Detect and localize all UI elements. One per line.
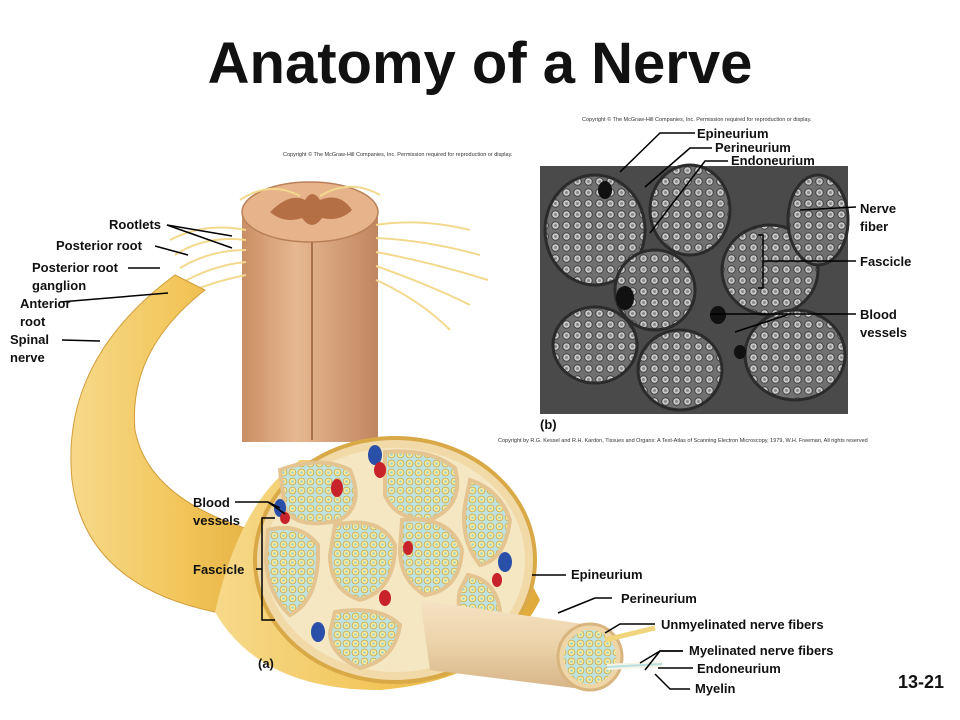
blood-vessels: [274, 445, 512, 642]
label-epineurium-b: Epineurium: [697, 126, 769, 141]
copyright-notice-b-top: Copyright © The McGraw-Hill Companies, I…: [582, 117, 812, 123]
label-posterior-root: Posterior root: [56, 238, 142, 253]
fascicles: [263, 449, 513, 671]
label-fascicle-a: Fascicle: [193, 562, 245, 577]
label-anterior-root: Anterior root: [20, 296, 71, 329]
rootlets: [169, 185, 489, 331]
panel-label-b: (b): [540, 417, 557, 432]
label-endoneurium-a: Endoneurium: [697, 661, 781, 676]
spinal-cord: [241, 181, 379, 442]
label-rootlets: Rootlets: [109, 217, 161, 232]
page-title: Anatomy of a Nerve: [207, 31, 753, 96]
label-myelin: Myelin: [695, 681, 736, 696]
label-blood-vessels-a: Blood vessels: [193, 495, 240, 528]
label-perineurium-b: Perineurium: [715, 140, 791, 155]
page-number: 13-21: [898, 672, 945, 692]
label-fascicle-b: Fascicle: [860, 254, 912, 269]
fascicle-tube: [420, 600, 663, 692]
panel-label-a: (a): [258, 656, 274, 671]
label-blood-vessels-b: Blood vessels: [860, 307, 907, 340]
label-perineurium-a: Perineurium: [621, 591, 697, 606]
label-epineurium-a: Epineurium: [571, 567, 643, 582]
copyright-notice-b-bottom: Copyright by R.G. Kessel and R.H. Kardon…: [498, 438, 868, 444]
label-nerve-fiber: Nerve fiber: [860, 201, 897, 234]
label-unmyelinated-fibers: Unmyelinated nerve fibers: [661, 617, 824, 632]
leader-lines: [59, 132, 857, 690]
label-endoneurium-b: Endoneurium: [731, 153, 815, 168]
label-myelinated-fibers: Myelinated nerve fibers: [689, 643, 834, 658]
label-spinal-nerve: Spinal nerve: [10, 332, 50, 365]
copyright-notice-a: Copyright © The McGraw-Hill Companies, I…: [283, 152, 513, 158]
label-posterior-root-ganglion: Posterior root ganglion: [32, 260, 118, 293]
sem-micrograph: [540, 163, 850, 414]
